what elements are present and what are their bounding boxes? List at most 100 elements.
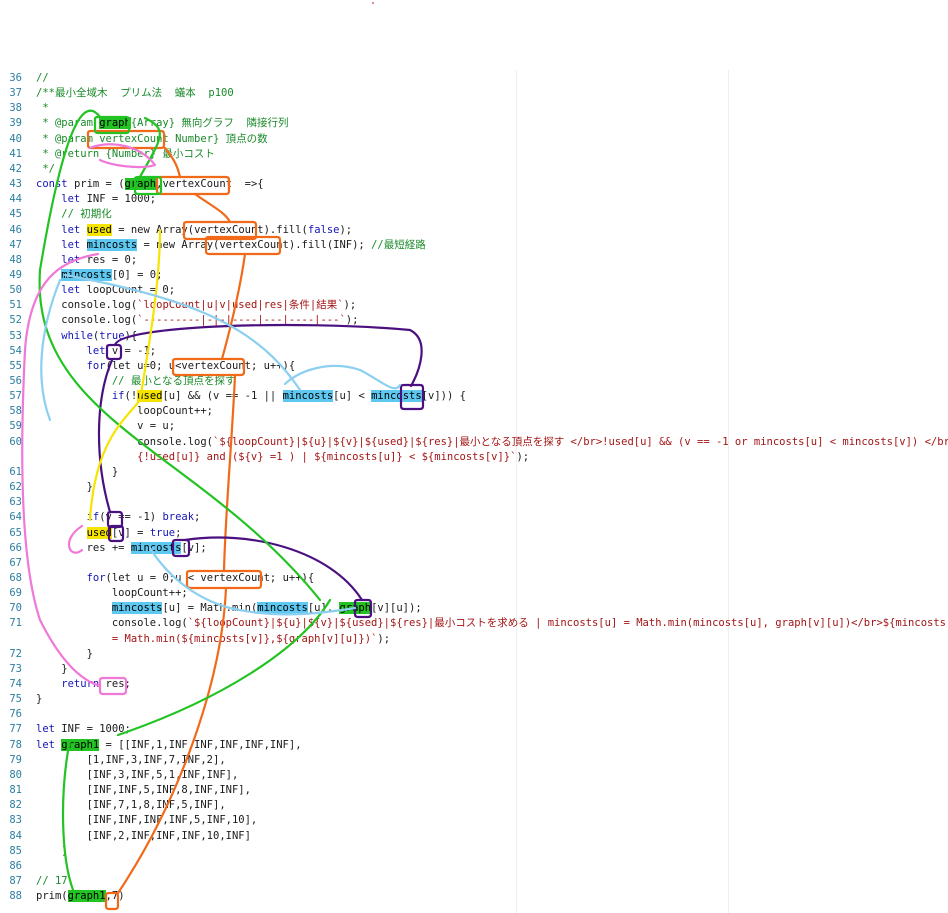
code-text[interactable]: let INF = 1000;	[36, 192, 156, 207]
code-line[interactable]: 41 * @return {Number} 最小コスト	[0, 147, 948, 162]
code-line[interactable]: 59 v = u;	[0, 419, 948, 434]
code-line[interactable]: 36//	[0, 71, 948, 86]
code-line[interactable]: 73 }	[0, 662, 948, 677]
code-text[interactable]: if(v == -1) break;	[36, 510, 201, 525]
code-text[interactable]: for(let u = 0;u < vertexCount; u++){	[36, 571, 315, 586]
code-line[interactable]: 67	[0, 556, 948, 571]
code-line[interactable]: 74 return res;	[0, 677, 948, 692]
code-text[interactable]: // 初期化	[36, 207, 111, 222]
code-line[interactable]: 55 for(let u=0; u<vertexCount; u++){	[0, 359, 948, 374]
code-line[interactable]: 66 res += mincosts[v];	[0, 541, 948, 556]
code-line[interactable]: 46 let used = new Array(vertexCount).fil…	[0, 223, 948, 238]
code-line[interactable]: 52 console.log(`---------|-|-|----|---|-…	[0, 313, 948, 328]
code-text[interactable]: }	[36, 465, 118, 480]
code-line[interactable]: 61 }	[0, 465, 948, 480]
code-line[interactable]: 37/**最小全域木 プリム法 蟻本 p100	[0, 86, 948, 101]
code-text[interactable]: //	[36, 71, 49, 86]
code-text[interactable]: }	[36, 647, 93, 662]
code-text[interactable]: console.log(`${loopCount}|${u}|${v}|${us…	[36, 435, 948, 450]
code-line[interactable]: 49 mincosts[0] = 0;	[0, 268, 948, 283]
code-line[interactable]: 47 let mincosts = new Array(vertexCount)…	[0, 238, 948, 253]
code-text[interactable]: for(let u=0; u<vertexCount; u++){	[36, 359, 296, 374]
code-text[interactable]: = Math.min(${mincosts[v]},${graph[v][u]}…	[36, 632, 390, 647]
code-text[interactable]: let graph1 = [[INF,1,INF,INF,INF,INF,INF…	[36, 738, 302, 753]
code-line[interactable]: 85 ]	[0, 844, 948, 859]
code-line[interactable]: 72 }	[0, 647, 948, 662]
code-text[interactable]: console.log(`---------|-|-|----|---|----…	[36, 313, 358, 328]
code-text[interactable]: }	[36, 662, 67, 677]
code-text[interactable]: console.log(`loopCount|u|v|used|res|条件|結…	[36, 298, 356, 313]
code-line[interactable]: 54 let v = -1;	[0, 344, 948, 359]
code-line[interactable]: 75}	[0, 692, 948, 707]
code-line[interactable]: 71 console.log(`${loopCount}|${u}|${v}|$…	[0, 616, 948, 631]
code-text[interactable]: let mincosts = new Array(vertexCount).fi…	[36, 238, 426, 253]
code-line[interactable]: 57 if(!used[u] && (v == -1 || mincosts[u…	[0, 389, 948, 404]
code-line[interactable]: 76	[0, 707, 948, 722]
code-line[interactable]: 82 [INF,7,1,8,INF,5,INF],	[0, 798, 948, 813]
code-line[interactable]: 70 mincosts[u] = Math.min(mincosts[u], g…	[0, 601, 948, 616]
code-line[interactable]: 44 let INF = 1000;	[0, 192, 948, 207]
code-text[interactable]: ]	[36, 844, 67, 859]
code-text[interactable]: */	[36, 162, 55, 177]
code-text[interactable]: console.log(`${loopCount}|${u}|${v}|${us…	[36, 616, 948, 631]
code-line[interactable]: 83 [INF,INF,INF,INF,5,INF,10],	[0, 813, 948, 828]
code-text[interactable]: let res = 0;	[36, 253, 137, 268]
code-text[interactable]: [INF,7,1,8,INF,5,INF],	[36, 798, 226, 813]
code-text[interactable]: [INF,2,INF,INF,INF,10,INF]	[36, 829, 251, 844]
code-line[interactable]: 53 while(true){	[0, 329, 948, 344]
code-text[interactable]: // 最小となる頂点を探す	[36, 374, 236, 389]
code-line[interactable]: 38 *	[0, 101, 948, 116]
code-line[interactable]: 80 [INF,3,INF,5,1,INF,INF],	[0, 768, 948, 783]
code-line[interactable]: 60 console.log(`${loopCount}|${u}|${v}|$…	[0, 435, 948, 450]
code-line[interactable]: 48 let res = 0;	[0, 253, 948, 268]
code-text[interactable]: * @param vertexCount Number} 頂点の数	[36, 132, 267, 147]
code-text[interactable]: [INF,3,INF,5,1,INF,INF],	[36, 768, 239, 783]
code-line[interactable]: 50 let loopCount = 0;	[0, 283, 948, 298]
code-text[interactable]: [INF,INF,5,INF,8,INF,INF],	[36, 783, 251, 798]
code-line[interactable]: 56 // 最小となる頂点を探す	[0, 374, 948, 389]
code-text[interactable]: used[v] = true;	[36, 526, 181, 541]
code-line[interactable]: 63	[0, 495, 948, 510]
code-text[interactable]: mincosts[u] = Math.min(mincosts[u], grap…	[36, 601, 422, 616]
code-text[interactable]: let v = -1;	[36, 344, 157, 359]
code-text[interactable]: * @param graph{Array} 無向グラフ 隣接行列	[36, 116, 289, 131]
code-text[interactable]: let INF = 1000;	[36, 722, 131, 737]
code-text[interactable]: res += mincosts[v];	[36, 541, 207, 556]
code-text[interactable]: loopCount++;	[36, 586, 188, 601]
code-text[interactable]: {!used[u]} and (${v} =1 ) | ${mincosts[u…	[36, 450, 529, 465]
code-text[interactable]: if(!used[u] && (v == -1 || mincosts[u] <…	[36, 389, 466, 404]
code-text[interactable]: while(true){	[36, 329, 137, 344]
code-line[interactable]: 86	[0, 859, 948, 874]
code-line[interactable]: = Math.min(${mincosts[v]},${graph[v][u]}…	[0, 632, 948, 647]
code-text[interactable]: const prim = (graph,vertexCount =>{	[36, 177, 264, 192]
code-line[interactable]: 69 loopCount++;	[0, 586, 948, 601]
code-text[interactable]: }	[36, 692, 42, 707]
code-text[interactable]: *	[36, 101, 48, 116]
code-line[interactable]: 64 if(v == -1) break;	[0, 510, 948, 525]
code-text[interactable]: [1,INF,3,INF,7,INF,2],	[36, 753, 226, 768]
code-text[interactable]: /**最小全域木 プリム法 蟻本 p100	[36, 86, 234, 101]
code-line[interactable]: {!used[u]} and (${v} =1 ) | ${mincosts[u…	[0, 450, 948, 465]
code-text[interactable]: let loopCount = 0;	[36, 283, 175, 298]
code-line[interactable]: 45 // 初期化	[0, 207, 948, 222]
code-line[interactable]: 62 }	[0, 480, 948, 495]
code-line[interactable]: 65 used[v] = true;	[0, 526, 948, 541]
code-text[interactable]: }	[36, 480, 93, 495]
code-line[interactable]: 84 [INF,2,INF,INF,INF,10,INF]	[0, 829, 948, 844]
code-line[interactable]: 42 */	[0, 162, 948, 177]
code-line[interactable]: 39 * @param graph{Array} 無向グラフ 隣接行列	[0, 116, 948, 131]
code-line[interactable]: 51 console.log(`loopCount|u|v|used|res|条…	[0, 298, 948, 313]
code-text[interactable]: loopCount++;	[36, 404, 213, 419]
code-line[interactable]: 79 [1,INF,3,INF,7,INF,2],	[0, 753, 948, 768]
code-text[interactable]: mincosts[0] = 0;	[36, 268, 162, 283]
code-text[interactable]: return res;	[36, 677, 131, 692]
code-line[interactable]: 81 [INF,INF,5,INF,8,INF,INF],	[0, 783, 948, 798]
code-line[interactable]: 40 * @param vertexCount Number} 頂点の数	[0, 132, 948, 147]
code-text[interactable]: [INF,INF,INF,INF,5,INF,10],	[36, 813, 258, 828]
code-text[interactable]: v = u;	[36, 419, 175, 434]
